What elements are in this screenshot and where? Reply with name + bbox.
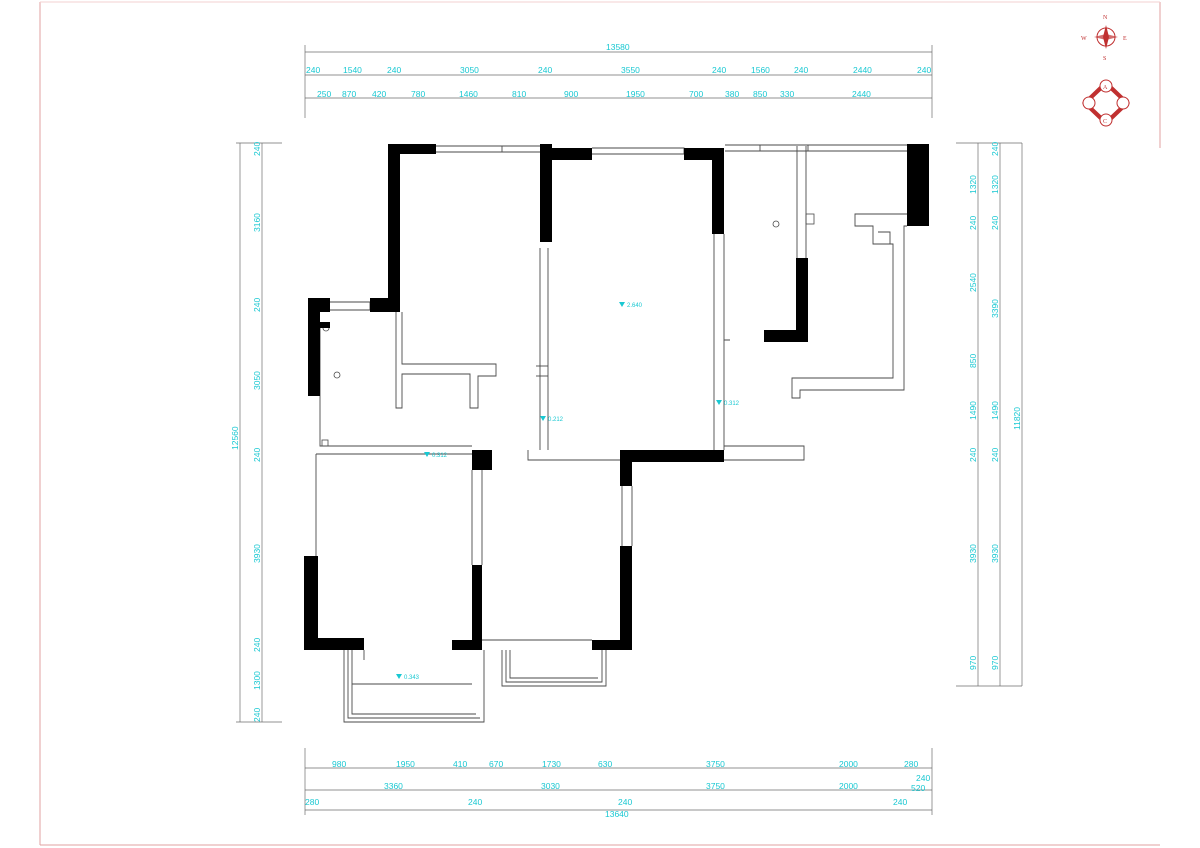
dim-label: 2000	[839, 759, 858, 769]
dim-label: 240	[990, 448, 1000, 462]
dim-label: 240	[917, 65, 931, 75]
dim-label: 1460	[459, 89, 478, 99]
dim-label: 240	[893, 797, 907, 807]
dim-label: 250	[317, 89, 331, 99]
dim-label: 3050	[460, 65, 479, 75]
dim-label: 850	[753, 89, 767, 99]
dim-label: 240	[712, 65, 726, 75]
dim-label: 3750	[706, 759, 725, 769]
walls	[304, 144, 929, 650]
dim-label: 240	[387, 65, 401, 75]
compass-w: W	[1081, 36, 1087, 42]
dim-label: 3390	[990, 299, 1000, 318]
dim-label: 970	[990, 656, 1000, 670]
right-dims-inner: 1320 240 2540 850 1490 240 3930 970	[968, 175, 978, 670]
dim-label: 3050	[252, 371, 262, 390]
dim-label: 520	[911, 783, 925, 793]
dim-label: 240	[990, 216, 1000, 230]
dim-label: 3360	[384, 781, 403, 791]
bottom-dims-row3: 280 240 240 240 520	[305, 783, 925, 807]
dim-label: 700	[689, 89, 703, 99]
dim-label: 240	[794, 65, 808, 75]
dim-label: 3160	[252, 213, 262, 232]
dim-label: 3930	[252, 544, 262, 563]
right-total-dim: 11820	[1012, 407, 1022, 430]
right-dims-outer: 240 1320 240 3390 1490 240 3930 970 1182…	[990, 142, 1022, 670]
level-label: 0.343	[404, 675, 420, 681]
dim-label: 900	[564, 89, 578, 99]
dim-label: 240	[252, 142, 262, 156]
dim-label: 3550	[621, 65, 640, 75]
dim-label: 1950	[396, 759, 415, 769]
dim-label: 1490	[990, 401, 1000, 420]
dim-label: 1490	[968, 401, 978, 420]
dim-label: 630	[598, 759, 612, 769]
top-dims-row1: 240 1540 240 3050 240 3550 240 1560 240 …	[306, 65, 931, 75]
dim-label: 240	[538, 65, 552, 75]
dim-label: 240	[990, 142, 1000, 156]
dim-label: 380	[725, 89, 739, 99]
dim-label: 240	[252, 448, 262, 462]
orientation-key-icon: A C	[1082, 79, 1130, 127]
dim-label: 1300	[252, 671, 262, 690]
dim-label: 2540	[968, 273, 978, 292]
level-label: 2.640	[627, 303, 643, 309]
dim-label: 240	[968, 216, 978, 230]
dim-label: 240	[618, 797, 632, 807]
dim-label: 870	[342, 89, 356, 99]
dim-label: 2000	[839, 781, 858, 791]
dim-label: 330	[780, 89, 794, 99]
dim-label: 1560	[751, 65, 770, 75]
key-a: A	[1103, 85, 1108, 91]
sheet-border	[39, 1, 1161, 846]
dim-label: 240	[968, 448, 978, 462]
dim-label: 1320	[990, 175, 1000, 194]
bottom-total-dim: 13640	[605, 809, 629, 819]
key-c: C	[1103, 119, 1107, 125]
dim-label: 1730	[542, 759, 561, 769]
dim-label: 3930	[990, 544, 1000, 563]
dim-label: 670	[489, 759, 503, 769]
dim-label: 240	[468, 797, 482, 807]
level-label: 0.312	[432, 453, 448, 459]
dim-label: 1950	[626, 89, 645, 99]
dim-label: 2440	[853, 65, 872, 75]
dim-label: 410	[453, 759, 467, 769]
level-markers: 2.640 0.212 0.312 0.312 0.343	[396, 302, 740, 681]
dim-label: 240	[252, 708, 262, 722]
bottom-dims-row1: 980 1950 410 670 1730 630 3750 2000 280	[332, 759, 918, 769]
top-dims-row2: 250 870 420 780 1460 810 900 1950 700 38…	[317, 89, 871, 99]
dim-label: 3750	[706, 781, 725, 791]
compass-n: N	[1103, 15, 1108, 21]
compass-icon: N S E W	[1081, 15, 1127, 62]
level-label: 0.312	[724, 401, 740, 407]
dim-label: 420	[372, 89, 386, 99]
dim-label: 980	[332, 759, 346, 769]
left-dims: 240 3160 240 3050 240 3930 240 1300 240 …	[230, 142, 262, 722]
bottom-dims-row2: 3360 3030 3750 2000 240	[384, 773, 930, 791]
dimension-lines	[236, 45, 1023, 815]
interior-lines	[315, 144, 919, 723]
dim-label: 780	[411, 89, 425, 99]
compass-s: S	[1103, 56, 1106, 62]
left-total-dim: 12560	[230, 426, 240, 450]
dim-label: 240	[252, 638, 262, 652]
dim-label: 240	[916, 773, 930, 783]
dim-label: 3030	[541, 781, 560, 791]
dim-label: 810	[512, 89, 526, 99]
top-total-dim: 13580	[606, 42, 630, 52]
compass-e: E	[1123, 36, 1127, 42]
dim-label: 1320	[968, 175, 978, 194]
level-label: 0.212	[548, 417, 564, 423]
dim-label: 240	[252, 298, 262, 312]
dim-label: 280	[305, 797, 319, 807]
dim-label: 280	[904, 759, 918, 769]
dim-label: 3930	[968, 544, 978, 563]
dim-label: 2440	[852, 89, 871, 99]
dim-label: 1540	[343, 65, 362, 75]
dim-label: 970	[968, 656, 978, 670]
dim-label: 240	[306, 65, 320, 75]
dim-label: 850	[968, 354, 978, 368]
